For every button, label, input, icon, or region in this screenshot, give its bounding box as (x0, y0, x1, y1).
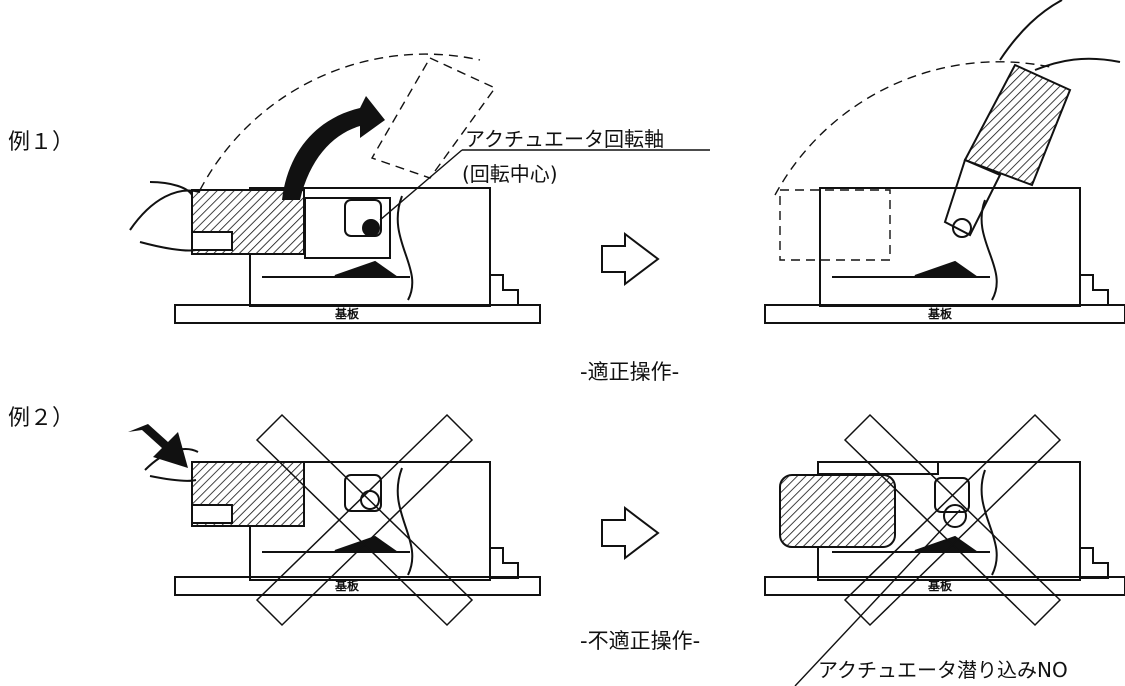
substrate-label-2: 基板 (927, 306, 953, 321)
example1-label: 例１） (8, 130, 75, 155)
actuator-lip (191, 231, 233, 251)
example2-after-figure (764, 413, 1125, 686)
rotation-axis (362, 219, 380, 237)
pivot-block (344, 199, 382, 237)
example1-before-figure (129, 53, 710, 324)
substrate-label-3: 基板 (334, 578, 360, 593)
cutaway-line (396, 467, 414, 576)
example2-label: 例２） (8, 406, 75, 431)
contact-tab (334, 260, 399, 277)
prohibited-cross-mark (843, 413, 1062, 627)
actuator-axis-label: アクチュエータ回転軸 (465, 127, 664, 151)
rotation-center-label: (回転中心) (462, 162, 558, 186)
rotation-arc-dashed (199, 53, 481, 191)
actuator-lever-raised (963, 63, 1072, 187)
rotation-arrow-icon (282, 96, 385, 200)
cutaway-line (396, 195, 414, 301)
substrate-board (764, 304, 1125, 324)
rotation-axis (943, 504, 967, 528)
improper-operation-caption: -不適正操作- (580, 629, 701, 653)
substrate-board (174, 576, 541, 596)
pivot-block (934, 477, 970, 513)
substrate-board (764, 576, 1125, 596)
rotation-arc-dashed (774, 61, 1056, 196)
cutaway-line (980, 469, 998, 576)
actuator-ghost-lowered (779, 189, 891, 261)
finger-outline (129, 181, 201, 252)
prohibited-cross-mark (255, 413, 474, 627)
push-arrow-icon (128, 424, 188, 468)
transition-arrow-icon (601, 505, 660, 561)
contact-tab (914, 260, 979, 277)
slip-in-leader (794, 509, 961, 686)
substrate-label-1: 基板 (334, 306, 360, 321)
actuator-lip (191, 504, 233, 524)
lock-tab (490, 274, 519, 306)
actuator-slip-in-label: アクチュエータ潜り込みNO (818, 658, 1068, 682)
example2-before-figure (144, 413, 541, 627)
substrate-label-4: 基板 (927, 578, 953, 593)
actuator-lever-sunk (779, 474, 896, 548)
proper-operation-caption: -適正操作- (580, 360, 680, 384)
hand-outline (999, 0, 1121, 71)
pivot-block (344, 474, 382, 512)
rotation-axis (952, 218, 972, 238)
transition-arrow-icon (601, 231, 660, 287)
example1-after-figure (764, 0, 1125, 324)
lock-tab (1080, 547, 1109, 579)
lock-tab (1080, 274, 1109, 306)
cutaway-line (980, 199, 998, 301)
lock-tab (490, 547, 519, 579)
actuator-arm (943, 158, 1002, 237)
substrate-board (174, 304, 541, 324)
axis-leader (379, 149, 463, 221)
